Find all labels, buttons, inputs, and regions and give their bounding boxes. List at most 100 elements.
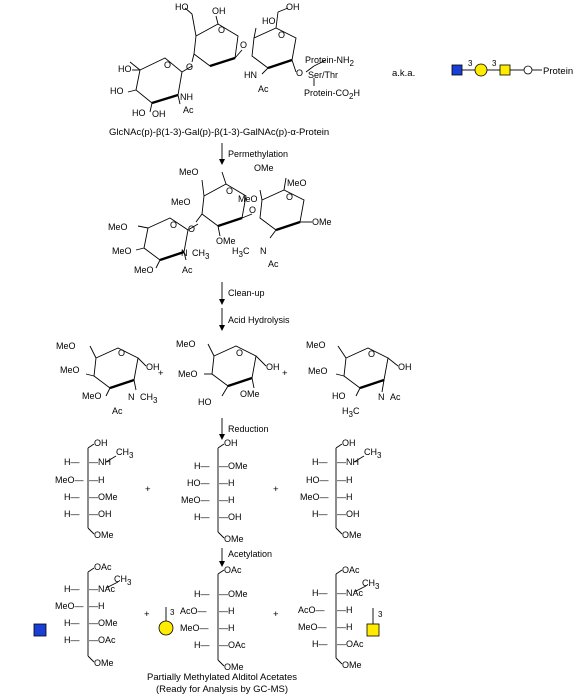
oh-label: OH [212, 6, 226, 16]
linkage-number: 3 [492, 59, 497, 68]
ring-oxygen: O [226, 186, 233, 196]
oxygen-circle-icon [523, 65, 533, 75]
linkage-number: 3 [468, 59, 473, 68]
ho-label: HO [262, 16, 276, 26]
pmaa-1-structure: OAc H— —NAc CH3 MeO— —H H— —OMe H— —OAc … [55, 562, 132, 668]
meo-label: MeO [60, 365, 80, 375]
pmaa-ome: OMe [342, 660, 362, 670]
pmaa-aco: AcO— [180, 606, 207, 616]
alditol-meo: MeO— [55, 475, 84, 485]
ac-label: Ac [268, 259, 279, 269]
monomer-2-structure: MeO MeO O OH HO OMe [176, 339, 280, 407]
ome-label: OMe [254, 163, 274, 173]
gal-3-linked-symbol: 3 [158, 607, 175, 636]
step-arrow-cleanup: Clean-up [219, 282, 265, 305]
alditol-1-structure: OH H— —NH CH3 MeO— —H H— —OMe H— —OH OMe [55, 438, 134, 540]
ho-label: HO [175, 2, 189, 12]
caption-line-1: Partially Methylated Alditol Acetates [147, 672, 297, 683]
meo-label: MeO [134, 265, 154, 275]
alditol-h: —H [219, 478, 235, 488]
ring-oxygen: O [118, 348, 125, 358]
glycosidic-oxygen: O [249, 205, 256, 215]
oh-label: OH [398, 362, 412, 372]
pmaa-h: H— [194, 589, 210, 599]
h3c-label: H3C [232, 246, 250, 259]
ac-label: Ac [182, 265, 193, 275]
pmaa-h: H— [64, 635, 80, 645]
alditol-ome: OMe [342, 530, 362, 540]
ring-oxygen: O [278, 30, 285, 40]
meo-label: MeO [108, 222, 128, 232]
alditol-ome: OMe [94, 530, 114, 540]
ring-oxygen: O [368, 349, 375, 359]
n-label: N [260, 246, 267, 256]
step-label-reduction: Reduction [228, 424, 269, 434]
pmaa-meo: MeO— [180, 623, 209, 633]
plus-sign: + [144, 609, 150, 620]
galnac-3-linked-symbol: 3 [366, 608, 383, 637]
monomer-1-structure: MeO MeO MeO O OH N CH3 Ac [56, 341, 160, 416]
alditol-meo: MeO— [181, 495, 210, 505]
pmaa-oac: —OAc [89, 635, 116, 645]
protein-nh2-label: Protein-NH2 [305, 55, 355, 68]
pmaa-2-structure: OAc H— —OMe AcO— —H MeO— —H H— —OAc OMe [180, 565, 248, 672]
n-label: N [378, 392, 385, 402]
ac-label: Ac [390, 392, 401, 402]
aka-label: a.k.a. [392, 68, 415, 79]
ho-label: HO [332, 391, 346, 401]
alditol-oh: OH [224, 438, 238, 448]
galnac-square-icon [366, 623, 380, 637]
alditol-h: —H [337, 475, 353, 485]
alditol-ho: HO— [187, 478, 210, 488]
pmaa-oac: OAc [94, 562, 112, 572]
pmaa-ome: —OMe [89, 618, 118, 628]
ring-oxygen: O [170, 220, 177, 230]
plus-sign: + [145, 484, 151, 495]
ac-label: Ac [112, 406, 123, 416]
n-label: N [181, 248, 188, 258]
ho-label: HO [118, 64, 132, 74]
caption-line-2: (Ready for Analysis by GC-MS) [156, 684, 288, 695]
pmaa-oac: —OAc [219, 640, 246, 650]
pmaa-oac: OAc [224, 565, 242, 575]
alditol-oh: —OH [89, 509, 112, 519]
alditol-h: H— [194, 512, 210, 522]
ring-oxygen: O [218, 25, 225, 35]
pmaa-ome: —OMe [219, 589, 248, 599]
meo-label: MeO [176, 339, 196, 349]
oh-label: OH [286, 2, 300, 12]
oh-label: OH [146, 362, 160, 372]
step-label-acetylation: Acetylation [228, 549, 272, 559]
alditol-nh: —NH [337, 457, 359, 467]
alditol-oh: OH [342, 438, 356, 448]
pmaa-ome: OMe [224, 662, 244, 672]
alditol-meo: MeO— [300, 492, 329, 502]
pmaa-h: H— [64, 584, 80, 594]
step-arrow-acetylation: Acetylation [219, 548, 272, 567]
glcnac-square-icon [33, 623, 47, 637]
alditol-ome: —OMe [219, 461, 248, 471]
galnac-square-icon [499, 64, 511, 76]
pmaa-h: —H [89, 601, 105, 611]
plus-sign: + [282, 368, 288, 379]
ser-thr-label: Ser/Thr [308, 70, 338, 80]
h3c-label: H3C [342, 406, 360, 419]
plus-sign: + [273, 484, 279, 495]
alditol-h: H— [64, 457, 80, 467]
pmaa-h: —H [337, 622, 353, 632]
pmaa-oac: OAc [342, 565, 360, 575]
alditol-3-structure: OH H— —NH CH3 HO— —H MeO— —H H— —OH OMe [300, 438, 382, 540]
ac-label: Ac [183, 105, 194, 115]
linkage-number: 3 [170, 608, 175, 617]
meo-label: MeO [238, 194, 258, 204]
meo-label: MeO [112, 246, 132, 256]
alditol-h: H— [64, 509, 80, 519]
pmaa-h: —H [337, 605, 353, 615]
ring-oxygen: O [164, 60, 171, 70]
step-arrow-permethylation: Permethylation [219, 143, 288, 165]
pmaa-ch3: CH3 [114, 574, 132, 587]
ho-label: HO [132, 108, 146, 118]
alditol-ho: HO— [306, 475, 329, 485]
meo-label: MeO [178, 369, 198, 379]
